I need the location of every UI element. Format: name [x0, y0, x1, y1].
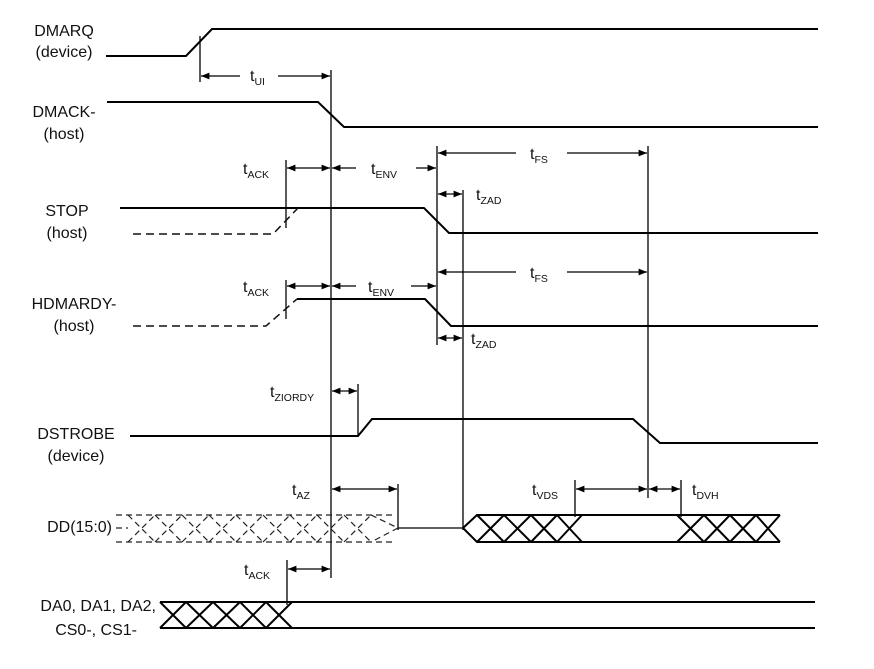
timing-t-zad-hdmardy: tZAD: [438, 331, 497, 351]
waveform-dmack: [107, 102, 818, 127]
svg-text:tFS: tFS: [530, 265, 548, 285]
svg-text:(host): (host): [47, 225, 88, 242]
svg-text:tAZ: tAZ: [292, 482, 310, 502]
signal-label-dmack: DMACK- (host): [32, 104, 95, 143]
timing-t-zad-stop: tZAD: [438, 187, 502, 207]
waveform-dmarq: [106, 29, 818, 56]
svg-text:tUI: tUI: [250, 68, 265, 88]
waveform-hdmardy-undriven: [133, 299, 297, 326]
svg-text:tZAD: tZAD: [471, 331, 497, 351]
svg-text:DMACK-: DMACK-: [32, 104, 95, 121]
svg-text:DSTROBE: DSTROBE: [37, 426, 114, 443]
svg-text:tZAD: tZAD: [476, 187, 502, 207]
svg-text:tACK: tACK: [243, 161, 269, 181]
waveform-stop-high: [120, 208, 818, 233]
svg-text:STOP: STOP: [45, 203, 88, 220]
signal-label-hdmardy: HDMARDY- (host): [32, 296, 117, 335]
svg-text:tENV: tENV: [371, 161, 397, 181]
svg-text:tFS: tFS: [530, 146, 548, 166]
svg-text:DMARQ: DMARQ: [34, 23, 94, 40]
waveform-dd-data: [463, 515, 780, 542]
timing-t-vds: tVDS: [532, 482, 647, 502]
waveform-dd-undriven: [116, 515, 398, 542]
waveform-dstrobe: [130, 419, 818, 443]
svg-text:HDMARDY-: HDMARDY-: [32, 296, 117, 313]
timing-t-dvh: tDVH: [649, 482, 719, 502]
svg-text:tDVH: tDVH: [692, 482, 719, 502]
timing-t-ui: tUI: [201, 68, 330, 88]
svg-text:(host): (host): [44, 126, 85, 143]
signal-label-dd: DD(15:0): [47, 519, 112, 536]
svg-text:(device): (device): [36, 44, 93, 61]
timing-t-env-hdmardy: tENV: [332, 279, 436, 299]
signal-label-da-cs: DA0, DA1, DA2, CS0-, CS1-: [40, 598, 156, 639]
svg-text:tVDS: tVDS: [532, 482, 558, 502]
svg-text:tACK: tACK: [243, 279, 269, 299]
timing-t-env-stop: tENV: [332, 161, 436, 181]
svg-text:DD(15:0): DD(15:0): [47, 519, 112, 536]
waveform-stop-undriven: [133, 208, 298, 234]
svg-text:CS0-, CS1-: CS0-, CS1-: [55, 622, 137, 639]
svg-text:tENV: tENV: [368, 279, 394, 299]
signal-label-stop: STOP (host): [45, 203, 88, 242]
svg-text:DA0, DA1, DA2,: DA0, DA1, DA2,: [40, 598, 156, 615]
timing-t-fs-hdmardy: tFS: [438, 265, 647, 285]
signal-label-dmarq: DMARQ (device): [34, 23, 94, 61]
svg-text:tACK: tACK: [244, 562, 270, 582]
svg-text:tZIORDY: tZIORDY: [270, 384, 314, 404]
waveform-hdmardy-high: [297, 299, 818, 326]
signal-label-dstrobe: DSTROBE (device): [37, 426, 114, 465]
svg-text:(host): (host): [54, 318, 95, 335]
waveform-da-cs: [160, 602, 815, 628]
timing-t-ziordy: tZIORDY: [270, 384, 357, 404]
svg-text:(device): (device): [48, 448, 105, 465]
timing-t-az: tAZ: [292, 482, 397, 502]
timing-t-fs-stop: tFS: [438, 146, 647, 166]
